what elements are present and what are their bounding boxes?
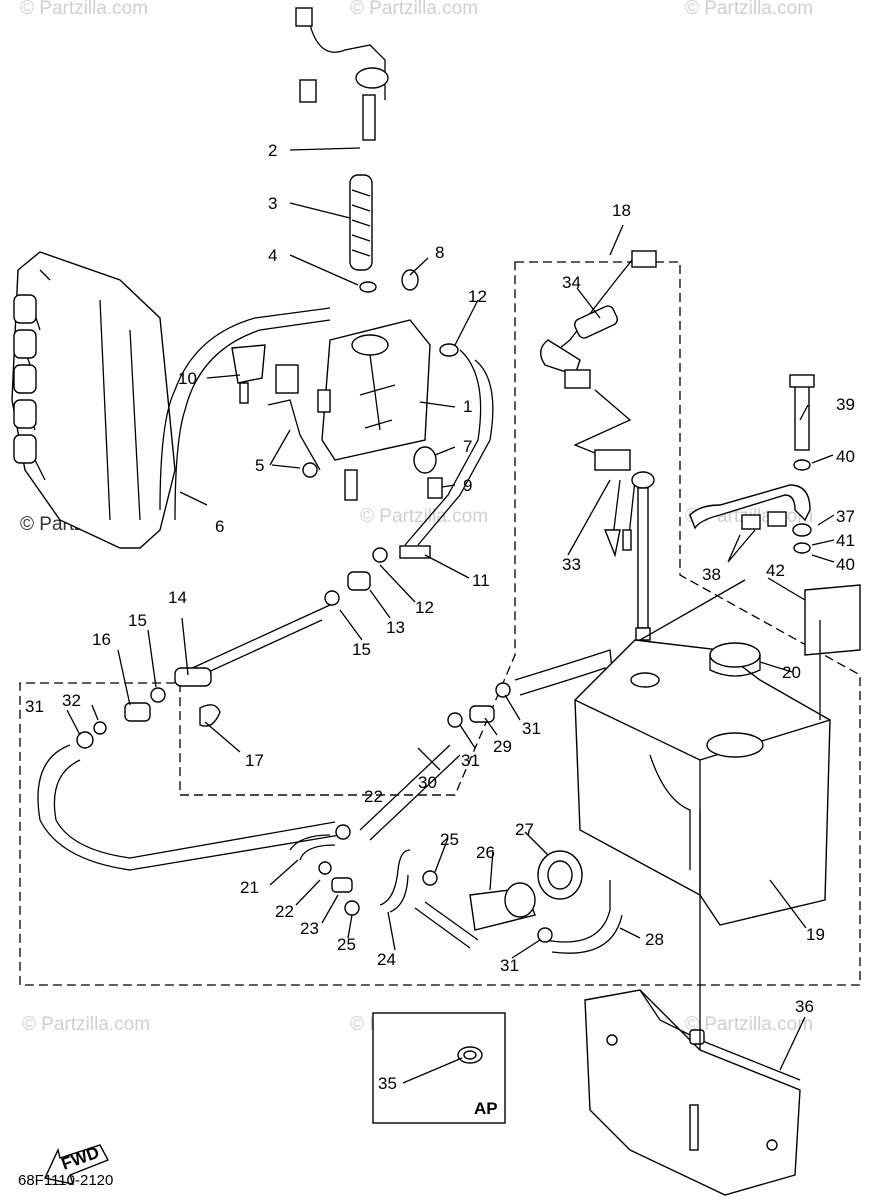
- part-label: 35: [378, 1074, 397, 1093]
- part-label: 33: [562, 555, 581, 574]
- main-oil-tank: [574, 639, 831, 926]
- clamps: [76, 547, 553, 943]
- watermark: © Partzilla.com: [685, 1014, 813, 1035]
- part-label: 15: [128, 611, 147, 630]
- part-label: 21: [240, 878, 259, 897]
- part-label: 4: [268, 246, 277, 265]
- part-label: 40: [836, 447, 855, 466]
- part-label: 38: [702, 565, 721, 584]
- part-label: 37: [836, 507, 855, 526]
- part-label: 29: [493, 737, 512, 756]
- part-label: 34: [562, 273, 581, 292]
- part-label: 22: [275, 902, 294, 921]
- part-label: 15: [352, 640, 371, 659]
- inset-label: AP: [474, 1099, 498, 1118]
- watermark: © Partzilla.com: [22, 1014, 150, 1035]
- part-label: 24: [377, 950, 396, 969]
- part-label: 13: [386, 618, 405, 637]
- watermark: © Partzilla.com: [20, 0, 148, 19]
- engine-cowling: [11, 251, 176, 549]
- part-label: 27: [515, 820, 534, 839]
- tank-strap-and-bolt: [689, 374, 861, 656]
- small-fittings-left: [231, 269, 459, 499]
- part-label: 19: [806, 925, 825, 944]
- part-label: 1: [463, 397, 472, 416]
- part-label: 25: [337, 935, 356, 954]
- part-label: 12: [468, 287, 487, 306]
- part-label: 3: [268, 194, 277, 213]
- diagram-code: 68F1110-2120: [18, 1172, 113, 1189]
- tank-bracket-plate: [584, 989, 801, 1196]
- dashed-boundaries: [19, 261, 861, 986]
- part-label: 41: [836, 531, 855, 550]
- part-label: 11: [472, 571, 490, 590]
- part-label: 22: [364, 787, 383, 806]
- engine-oil-tank: [317, 319, 431, 501]
- part-label: 36: [795, 997, 814, 1016]
- part-label: 7: [463, 437, 472, 456]
- watermark: © Partzilla.com: [360, 506, 488, 527]
- part-label: 25: [440, 830, 459, 849]
- watermark: © Partzilla.com: [350, 0, 478, 19]
- part-label: 26: [476, 843, 495, 862]
- oil-pump: [469, 850, 583, 931]
- part-label: 17: [245, 751, 264, 770]
- part-label: 12: [415, 598, 434, 617]
- part-labels: 1 2 3 4 5 6 7 8 9 10 11 12 12 13 14 15 1…: [25, 141, 855, 1093]
- part-label: 31: [522, 719, 541, 738]
- part-label: 31: [25, 697, 44, 716]
- part-label: 42: [766, 561, 785, 580]
- hoses: [37, 307, 623, 954]
- part-label: 6: [215, 517, 224, 536]
- part-label: 31: [500, 956, 519, 975]
- part-label: 16: [92, 630, 111, 649]
- part-label: 18: [612, 201, 631, 220]
- part-label: 31: [461, 751, 480, 770]
- part-label: 40: [836, 555, 855, 574]
- part-label: 23: [300, 919, 319, 938]
- part-label: 8: [435, 243, 444, 262]
- part-label: 2: [268, 141, 277, 160]
- part-label: 14: [168, 588, 187, 607]
- part-label: 10: [178, 369, 197, 388]
- part-label: 39: [836, 395, 855, 414]
- leader-lines: [66, 147, 835, 1084]
- part-label: 30: [418, 773, 437, 792]
- part-label: 28: [645, 930, 664, 949]
- part-label: 5: [255, 456, 264, 475]
- sensor-assembly-top: [295, 7, 389, 293]
- sensor-harness: [540, 250, 657, 641]
- part-label: 20: [782, 663, 801, 682]
- watermark: © Partzilla.com: [685, 0, 813, 19]
- part-label: 9: [463, 476, 472, 495]
- part-label: 32: [62, 691, 81, 710]
- boundary-upper: [19, 261, 861, 986]
